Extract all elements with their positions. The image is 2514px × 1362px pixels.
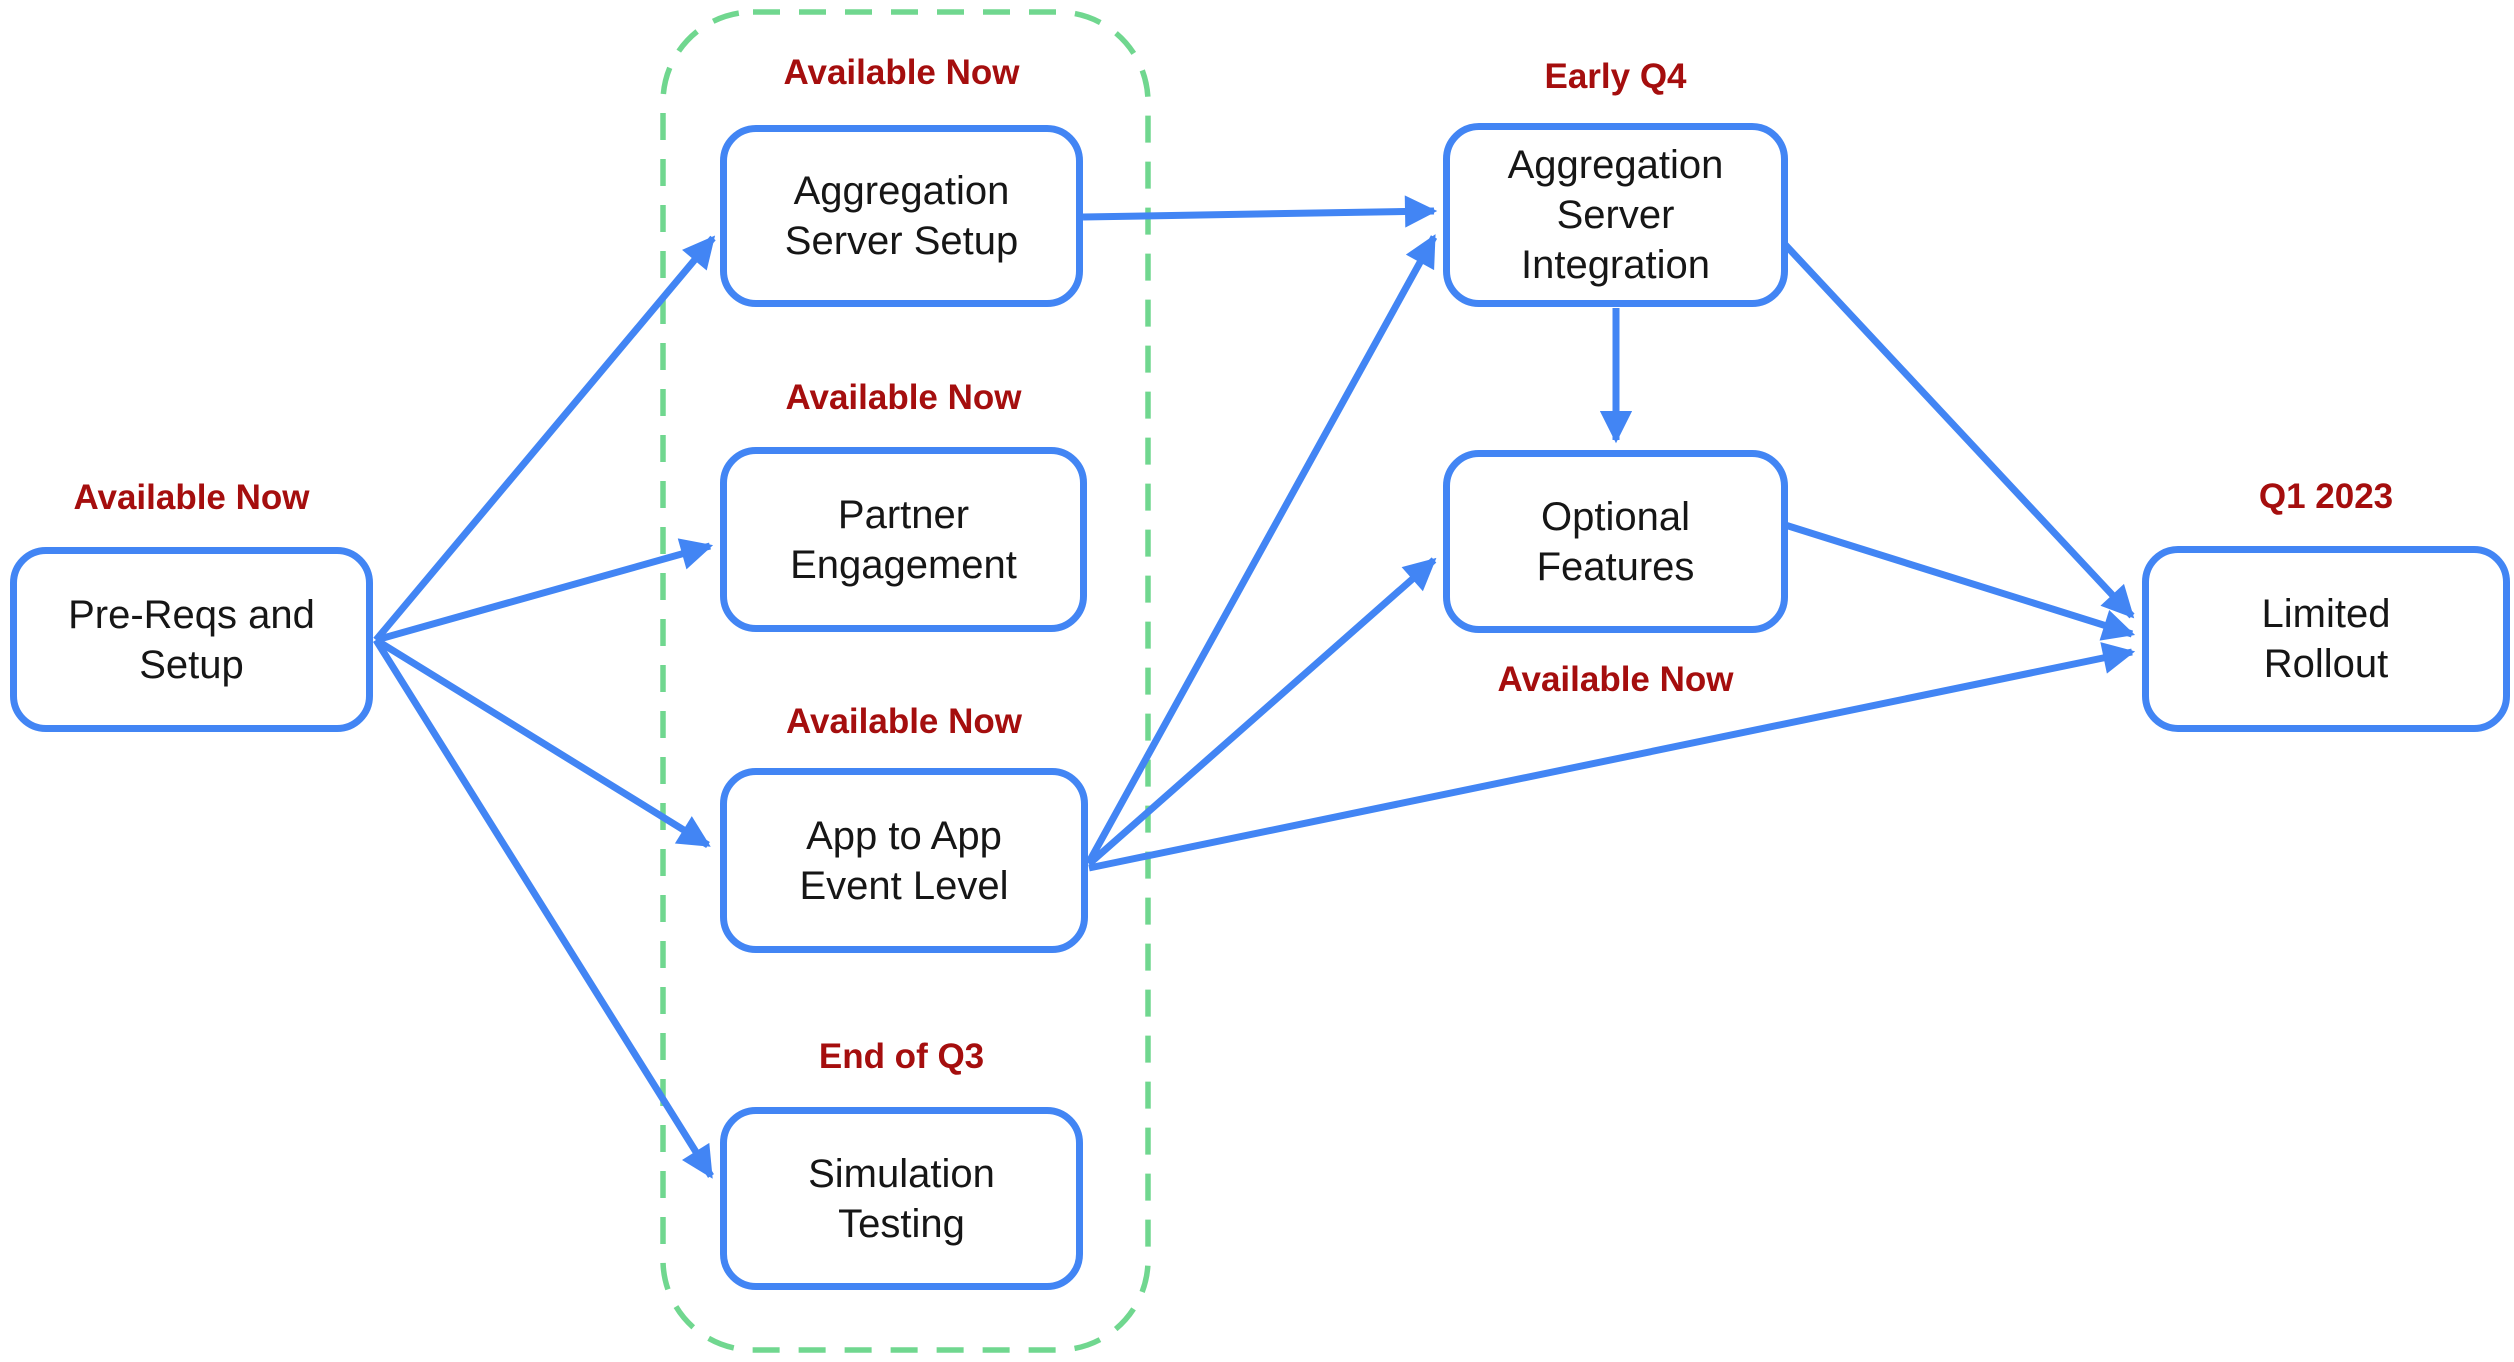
node-aggregation-server-integration-label: Aggregation Server Integration: [1507, 143, 1724, 287]
node-aggregation-server-integration: Aggregation Server Integration: [1443, 123, 1788, 307]
status-label-aggregation-server-integration: Early Q4: [1544, 57, 1687, 96]
edge-prereqs-to-simulation-testing: [373, 638, 714, 1179]
node-simulation-testing: Simulation Testing: [720, 1107, 1083, 1290]
node-pre-reqs: Pre-Reqs and Setup: [10, 547, 373, 732]
node-optional-features-label: Optional Features: [1536, 494, 1695, 589]
edge-prereqs-to-partner-engagement: [375, 538, 714, 644]
status-label-app-to-app-event-level: Available Now: [786, 702, 1022, 741]
node-partner-engagement-label: Partner Engagement: [790, 492, 1017, 587]
edge-app-to-app-to-optional-features: [1086, 557, 1437, 867]
node-limited-rollout-label: Limited Rollout: [2261, 592, 2391, 686]
node-optional-features: Optional Features: [1443, 450, 1788, 633]
edge-server-setup-to-integration: [1082, 195, 1438, 228]
node-partner-engagement: Partner Engagement: [720, 447, 1087, 632]
status-label-simulation-testing: End of Q3: [818, 1037, 985, 1076]
node-app-to-app-event-level-label: App to App Event Level: [799, 813, 1009, 908]
status-label-partner-engagement: Available Now: [785, 378, 1022, 417]
status-label-aggregation-server-setup: Available Now: [783, 53, 1020, 92]
node-pre-reqs-label: Pre-Reqs and Setup: [68, 592, 315, 687]
node-simulation-testing-label: Simulation Testing: [808, 1151, 995, 1246]
node-limited-rollout: Limited Rollout: [2142, 546, 2510, 732]
edge-app-to-app-to-limited-rollout: [1088, 642, 2136, 872]
edge-integration-to-limited-rollout: [1776, 235, 2135, 619]
phase-group-outline: [660, 9, 1151, 1353]
status-label-limited-rollout: Q1 2023: [2258, 477, 2394, 516]
node-app-to-app-event-level: App to App Event Level: [720, 768, 1088, 953]
node-aggregation-server-setup: Aggregation Server Setup: [720, 125, 1083, 307]
edge-prereqs-to-server-setup: [373, 235, 716, 643]
node-aggregation-server-setup-label: Aggregation Server Setup: [784, 169, 1019, 263]
edge-optional-features-to-limited-rollout: [1780, 520, 2136, 641]
status-label-optional-features: Available Now: [1497, 660, 1734, 699]
edge-app-to-app-to-integration: [1085, 234, 1438, 864]
edge-prereqs-to-app-to-app: [374, 637, 711, 848]
status-label-pre-reqs: Available Now: [73, 478, 310, 517]
